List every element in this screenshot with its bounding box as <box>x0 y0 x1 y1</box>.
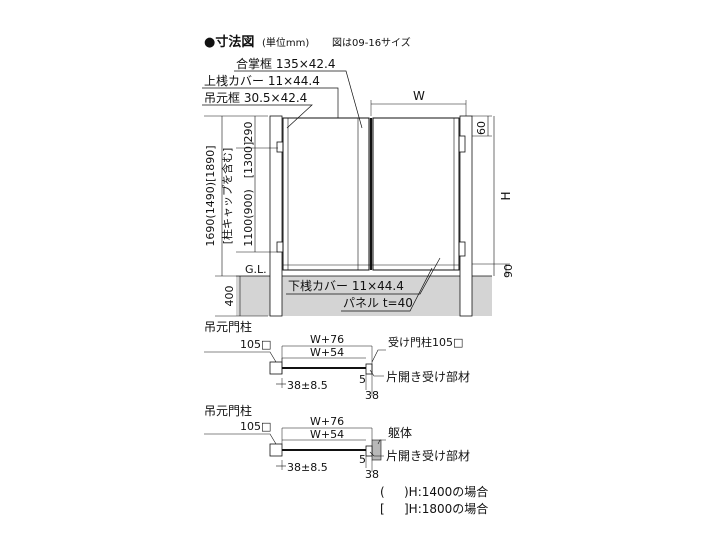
dim-cap-note: [柱キャップを含む] <box>220 148 234 245</box>
label-awase-waku: 合掌框 135×42.4 <box>236 56 336 71</box>
plan2-hinge-post <box>269 443 283 457</box>
hinge-top <box>276 141 284 153</box>
label-tsurimoto-waku: 吊元框 30.5×42.4 <box>204 91 307 105</box>
leader-uesan <box>202 87 339 118</box>
dim-w: W <box>413 89 425 103</box>
dim-400: 400 <box>223 286 236 307</box>
plan2-hinge-post-label: 吊元門柱 <box>204 403 252 418</box>
plan1-receiving-post: 受け門柱105□ <box>388 335 463 349</box>
label-shitasan-cover: 下桟カバー 11×44.4 <box>288 279 404 293</box>
leader-tsurimoto <box>202 104 313 129</box>
dim-h: H <box>499 191 513 200</box>
plan1-38a: 38±8.5 <box>287 379 328 392</box>
legend-bracket-text: ]H:1800の場合 <box>404 501 488 516</box>
leader-shitasan <box>286 257 441 295</box>
plan1-stopper-label: 片開き受け部材 <box>386 369 470 384</box>
dim-60: 60 <box>475 121 488 135</box>
plan2-5: 5 <box>359 453 366 466</box>
plan1-w54: W+54 <box>310 346 344 359</box>
plan2-stopper-label: 片開き受け部材 <box>386 448 470 463</box>
plan1-hinge-post-label: 吊元門柱 <box>204 319 252 334</box>
drawing-title: ●寸法図 <box>204 34 254 50</box>
dim-90: 90 <box>502 264 515 278</box>
hinge-post <box>269 115 283 317</box>
hinge-bottom <box>276 241 284 253</box>
plan2-wall-body <box>371 439 382 461</box>
unit-label: (単位mm) <box>262 36 309 49</box>
plan-view-1: 吊元門柱 105□ W+76 W+54 受け門柱105□ 片開き受け部材 38±… <box>204 319 470 402</box>
label-uesan-cover: 上桟カバー 11×44.4 <box>204 74 320 88</box>
label-gl: G.L. <box>245 263 267 276</box>
label-panel: パネル t=40 <box>343 296 413 310</box>
legend-bracket-open: [ <box>380 502 385 516</box>
plan1-5: 5 <box>359 373 366 386</box>
legend-paren-text: )H:1400の場合 <box>404 484 488 499</box>
plan2-38b: 38 <box>365 468 379 481</box>
plan1-hinge-post-size: 105□ <box>240 338 271 351</box>
legend-paren-open: ( <box>380 485 385 499</box>
plan1-post-leader <box>204 351 277 363</box>
plan2-body-label: 躯体 <box>388 425 412 440</box>
plan2-post-leader <box>204 433 277 445</box>
dim-1690: 1690(1490)[1890] <box>204 145 217 246</box>
leader-panel <box>341 267 433 312</box>
latch-top <box>458 135 466 153</box>
dim-290: 290 <box>242 122 255 143</box>
gate-leaf-left <box>282 117 370 271</box>
leader-awase <box>234 70 363 129</box>
plan-view-2: 吊元門柱 105□ W+76 W+54 躯体 片開き受け部材 38±8.5 5 … <box>204 403 470 481</box>
size-note: 図は09-16サイズ <box>332 36 411 49</box>
plan1-stopper <box>365 363 373 375</box>
plan1-hinge-post <box>269 361 283 375</box>
plan2-38a: 38±8.5 <box>287 461 328 474</box>
plan2-hinge-post-size: 105□ <box>240 420 271 433</box>
plan2-stopper <box>365 445 373 457</box>
plan1-w76: W+76 <box>310 333 344 346</box>
plan2-w54: W+54 <box>310 428 344 441</box>
latch-bottom <box>458 241 466 257</box>
plan2-w76: W+76 <box>310 415 344 428</box>
dim-1300: [1300] <box>242 142 255 179</box>
plan1-38b: 38 <box>365 389 379 402</box>
dim-1100: 1100(900) <box>242 189 255 247</box>
gate-leaf-right <box>372 117 460 271</box>
